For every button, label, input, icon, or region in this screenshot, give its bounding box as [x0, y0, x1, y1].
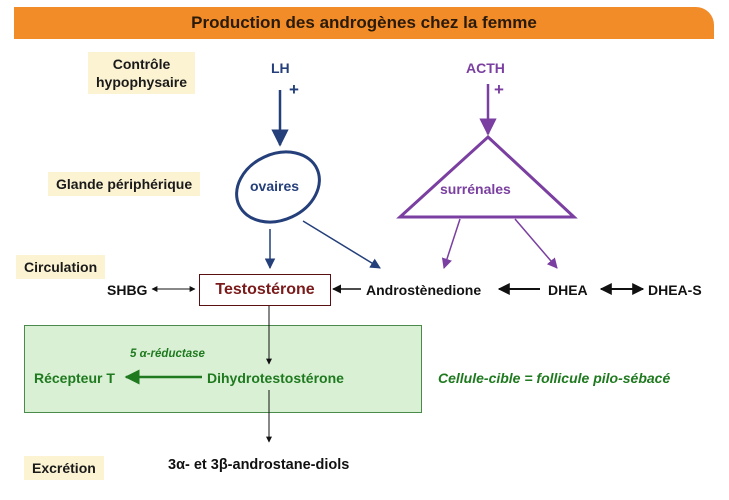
label-control-line2: hypophysaire — [96, 74, 188, 91]
lh-plus: + — [289, 80, 299, 99]
adrenals-label: surrénales — [440, 181, 511, 197]
adrenals-triangle — [396, 134, 578, 219]
arrow-adrenals-androstenedione — [441, 218, 461, 269]
label-control: Contrôle hypophysaire — [88, 52, 196, 95]
androstenedione-label: Androstènedione — [366, 282, 482, 298]
label-gland: Glande périphérique — [48, 172, 201, 197]
title: Production des androgènes chez la femme — [191, 13, 537, 32]
target-cell-label: Cellule-cible = follicule pilo-sébacé — [438, 370, 671, 386]
lh-label: LH — [271, 60, 290, 76]
arrow-adrenals-dhea — [514, 218, 558, 269]
ovaries-ellipse — [235, 150, 321, 224]
title-banner: Production des androgènes chez la femme — [14, 7, 714, 39]
acth-plus: + — [494, 80, 504, 99]
dht-label: Dihydrotestostérone — [207, 370, 344, 386]
target-cell-box — [24, 325, 422, 413]
shbg-label: SHBG — [107, 282, 148, 298]
testosterone-box: Testostérone — [199, 274, 331, 306]
dhea-s-label: DHEA-S — [648, 282, 702, 298]
acth-label: ACTH — [466, 60, 505, 76]
receptor-label: Récepteur T — [34, 370, 115, 386]
excretion-products-label: 3α- et 3β-androstane-diols — [168, 457, 350, 473]
label-excretion: Excrétion — [24, 456, 104, 481]
dhea-label: DHEA — [548, 282, 588, 298]
arrow-ovaries-androstenedione — [302, 220, 381, 269]
testosterone-label: Testostérone — [215, 281, 315, 298]
ovaries-label: ovaires — [250, 178, 300, 194]
label-circulation: Circulation — [16, 255, 106, 280]
enzyme-label: 5 α-réductase — [130, 348, 205, 360]
label-control-line1: Contrôle — [112, 56, 171, 72]
